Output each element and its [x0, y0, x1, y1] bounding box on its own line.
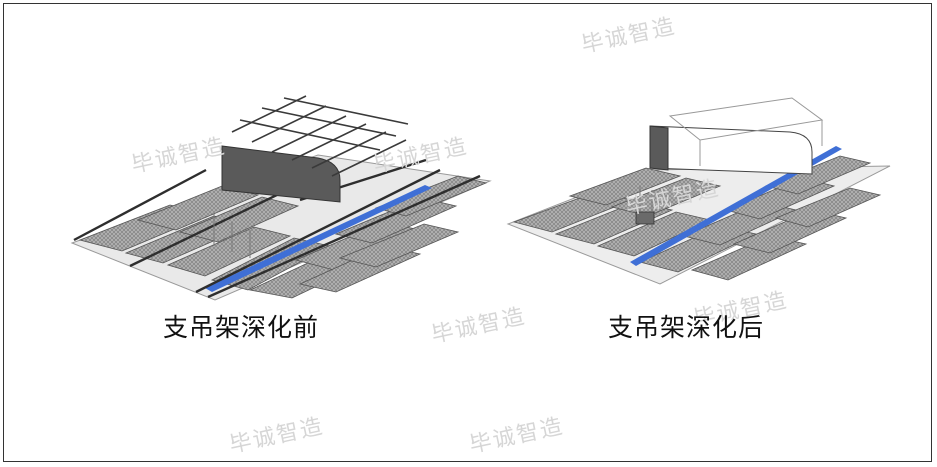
equipment-box-after — [635, 211, 655, 225]
diagram-after — [506, 97, 891, 285]
caption-before: 支吊架深化前 — [163, 313, 320, 342]
duct-after — [649, 125, 813, 175]
overhead-hangers-before — [231, 95, 409, 177]
diagram-before — [70, 95, 492, 301]
duct-before — [221, 145, 341, 203]
ceiling-panels-after — [512, 155, 882, 281]
blue-strip-after — [630, 146, 842, 266]
hanger-frame-after — [668, 97, 824, 166]
caption-after: 支吊架深化后 — [608, 313, 765, 342]
hanger-rods-before — [213, 214, 251, 258]
blue-strip-before — [205, 185, 432, 292]
